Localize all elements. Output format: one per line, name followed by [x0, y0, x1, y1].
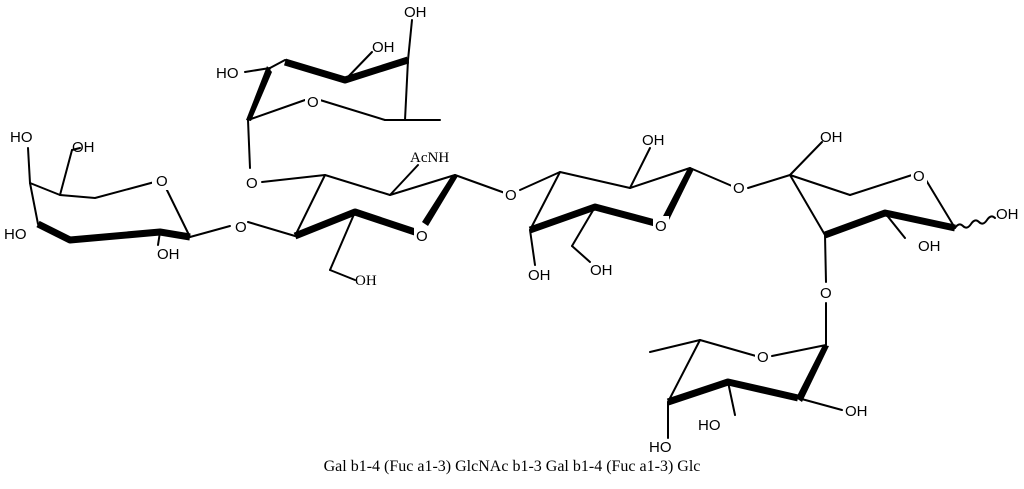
fucose-ring-1: [244, 19, 441, 169]
glcnac-ring-oxygen: O: [416, 228, 428, 245]
fuc2-oh-mid: HO: [698, 417, 721, 434]
gal2-ring-oxygen: O: [655, 218, 667, 235]
gal2-oh-bottom: OH: [528, 267, 551, 284]
glucose-ring: [747, 141, 996, 283]
glc-glycosidic-oxygen: O: [820, 285, 832, 302]
glcnac-glycosidic-oxygen: O: [505, 187, 517, 204]
fuc2-oh-right: OH: [845, 403, 868, 420]
structure-caption: Gal b1-4 (Fuc a1-3) GlcNAc b1-3 Gal b1-4…: [323, 458, 701, 475]
fucose-ring-2: [649, 302, 843, 439]
fuc1-oh-left: HO: [216, 65, 239, 82]
glcnac-ring: [247, 164, 506, 281]
glc-ring-oxygen: O: [913, 168, 925, 185]
gal2-ch2oh: OH: [590, 262, 613, 279]
gal1-ring-oxygen: O: [156, 173, 168, 190]
glcnac-acnh: AcNH: [410, 150, 449, 166]
fuc1-oh-top: OH: [404, 4, 427, 21]
fuc2-oh-bottom: HO: [649, 439, 672, 455]
gal1-oh-left: HO: [4, 226, 27, 243]
fuc1-oh-mid: OH: [372, 39, 395, 56]
glc-ch2oh: OH: [820, 129, 843, 146]
galactose-ring-1: [27, 147, 231, 246]
glcnac-ch2oh: OH: [355, 273, 377, 289]
gal1-ch2oh: OH: [72, 139, 95, 156]
fuc2-ring-oxygen: O: [757, 349, 769, 366]
fuc1-glycosidic-oxygen: O: [246, 175, 258, 192]
gal2-oh-top: OH: [642, 132, 665, 149]
fuc1-ring-oxygen: O: [307, 94, 319, 111]
gal1-oh-mid: OH: [157, 246, 180, 263]
glc-oh-ring: OH: [918, 238, 941, 255]
gal1-glycosidic-oxygen: O: [235, 219, 247, 236]
gal1-oh-top: HO: [10, 129, 33, 146]
galactose-ring-2: [519, 147, 733, 266]
gal2-glycosidic-oxygen: O: [733, 180, 745, 197]
oligosaccharide-structure: HO OH O HO OH O OH OH HO O O AcNH O OH: [4, 4, 1019, 455]
glc-oh-anomeric: OH: [996, 206, 1019, 223]
